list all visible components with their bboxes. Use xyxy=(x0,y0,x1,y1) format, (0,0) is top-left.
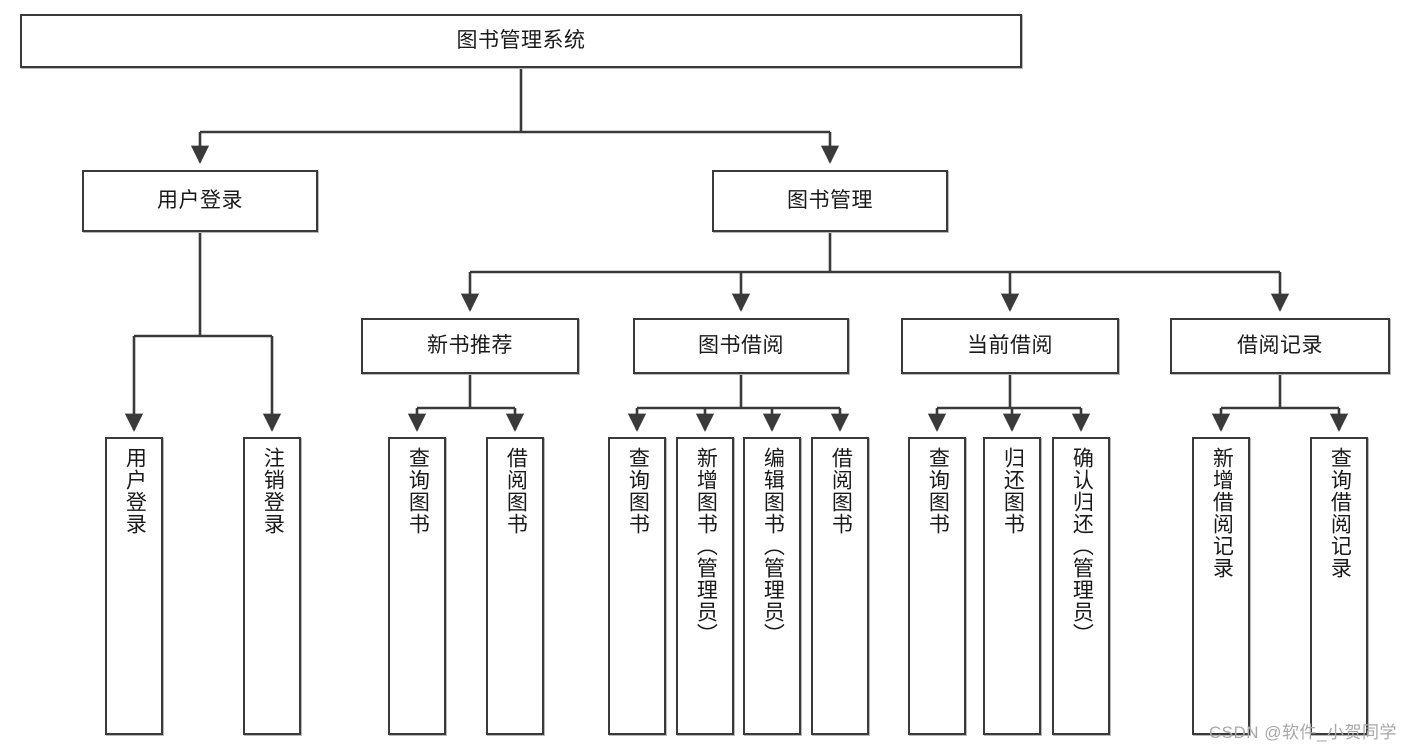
node-leaf-user-login[interactable]: 用户登录 xyxy=(105,437,163,735)
node-leaf-add-borrow-record[interactable]: 新增借阅记录 xyxy=(1192,437,1250,735)
node-leaf-confirm-return-admin-label: 确认归还（管理员） xyxy=(1070,447,1094,645)
node-leaf-query-book-rec[interactable]: 查询图书 xyxy=(388,437,446,735)
node-leaf-return-book-label: 归还图书 xyxy=(1001,447,1025,535)
node-leaf-borrow-book[interactable]: 借阅图书 xyxy=(811,437,869,735)
node-current-borrow-label: 当前借阅 xyxy=(967,333,1053,357)
node-leaf-query-book-borrow-label: 查询图书 xyxy=(626,447,650,535)
csdn-watermark: CSDN @软件_小贺同学 xyxy=(1208,723,1397,742)
node-book-borrow-label: 图书借阅 xyxy=(698,333,784,357)
node-leaf-edit-book-admin-label: 编辑图书（管理员） xyxy=(761,447,785,645)
node-borrow-record[interactable]: 借阅记录 xyxy=(1170,318,1390,374)
node-leaf-user-login-label: 用户登录 xyxy=(123,447,147,535)
node-leaf-borrow-book-rec[interactable]: 借阅图书 xyxy=(486,437,544,735)
node-leaf-edit-book-admin[interactable]: 编辑图书（管理员） xyxy=(743,437,801,735)
node-leaf-query-book-borrow[interactable]: 查询图书 xyxy=(608,437,666,735)
node-leaf-user-logout-label: 注销登录 xyxy=(261,447,285,535)
node-leaf-add-book-admin-label: 新增图书（管理员） xyxy=(694,447,718,645)
node-leaf-query-book-rec-label: 查询图书 xyxy=(406,447,430,535)
node-leaf-query-book-current-label: 查询图书 xyxy=(926,447,950,535)
node-leaf-return-book[interactable]: 归还图书 xyxy=(983,437,1041,735)
node-borrow-record-label: 借阅记录 xyxy=(1237,333,1323,357)
node-leaf-borrow-book-label: 借阅图书 xyxy=(829,447,853,535)
node-root[interactable]: 图书管理系统 xyxy=(20,14,1022,68)
node-leaf-query-borrow-record[interactable]: 查询借阅记录 xyxy=(1310,437,1368,735)
node-new-book-recommend[interactable]: 新书推荐 xyxy=(361,318,579,374)
node-leaf-query-borrow-record-label: 查询借阅记录 xyxy=(1328,447,1352,579)
node-root-label: 图书管理系统 xyxy=(456,28,586,52)
node-book-borrow[interactable]: 图书借阅 xyxy=(633,318,849,374)
node-leaf-user-logout[interactable]: 注销登录 xyxy=(243,437,301,735)
node-current-borrow[interactable]: 当前借阅 xyxy=(901,318,1119,374)
node-user-login[interactable]: 用户登录 xyxy=(82,170,318,232)
node-leaf-add-book-admin[interactable]: 新增图书（管理员） xyxy=(676,437,734,735)
node-leaf-add-borrow-record-label: 新增借阅记录 xyxy=(1210,447,1234,579)
node-book-management-label: 图书管理 xyxy=(787,188,873,212)
node-leaf-query-book-current[interactable]: 查询图书 xyxy=(908,437,966,735)
node-new-book-recommend-label: 新书推荐 xyxy=(427,333,513,357)
node-leaf-confirm-return-admin[interactable]: 确认归还（管理员） xyxy=(1052,437,1110,735)
node-book-management[interactable]: 图书管理 xyxy=(712,170,948,232)
node-leaf-borrow-book-rec-label: 借阅图书 xyxy=(504,447,528,535)
node-user-login-label: 用户登录 xyxy=(157,188,243,212)
